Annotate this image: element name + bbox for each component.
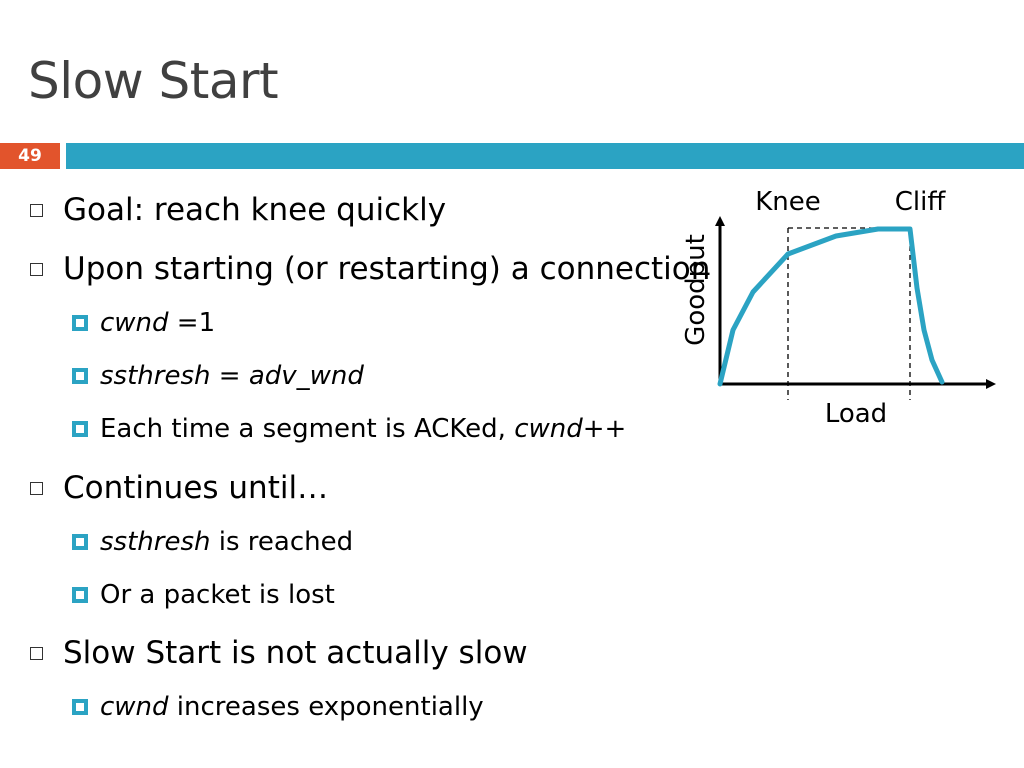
- text: is reached: [210, 527, 354, 557]
- sub-bullet-ack: Each time a segment is ACKed, cwnd++: [72, 414, 626, 444]
- bullet-goal: Goal: reach knee quickly: [30, 192, 446, 228]
- sub-bullet-marker: [72, 315, 88, 331]
- knee-cliff-diagram: Knee Cliff Load Goodput: [681, 187, 996, 429]
- sub-bullet-text: ssthresh is reached: [100, 527, 353, 557]
- sub-bullet-marker: [72, 421, 88, 437]
- x-axis-label: Load: [825, 399, 887, 429]
- bullet-marker-square: [30, 646, 43, 660]
- bullet-marker-square: [30, 262, 43, 276]
- title-rule-bar: [66, 143, 1024, 169]
- bullet-text: Upon starting (or restarting) a connecti…: [63, 251, 711, 287]
- term-ssthresh: ssthresh: [100, 361, 211, 391]
- text: Each time a segment is ACKed,: [100, 414, 515, 444]
- term-cwnd: cwnd: [100, 692, 169, 722]
- bullet-upon-starting: Upon starting (or restarting) a connecti…: [30, 251, 710, 287]
- bullet-marker-square: [30, 481, 43, 495]
- slide-number: 49: [18, 146, 42, 166]
- bullet-continues-until: Continues until…: [30, 470, 328, 506]
- sub-bullet-text: Or a packet is lost: [100, 580, 335, 610]
- sub-bullet-text: cwnd =1: [100, 308, 215, 338]
- sub-bullet-marker: [72, 534, 88, 550]
- sub-bullet-marker: [72, 368, 88, 384]
- sub-bullet-text: cwnd increases exponentially: [100, 692, 484, 722]
- slide-title: Slow Start: [28, 52, 279, 110]
- text: =1: [168, 308, 216, 338]
- term-cwnd: cwnd: [100, 308, 169, 338]
- slide-number-badge: 49: [0, 143, 60, 169]
- sub-bullet-packet-lost: Or a packet is lost: [72, 580, 335, 610]
- bullet-text: Continues until…: [63, 470, 329, 506]
- sub-bullet-text: ssthresh = adv_wnd: [100, 361, 364, 391]
- term-cwnd: cwnd: [514, 414, 583, 444]
- bullet-text: Slow Start is not actually slow: [63, 635, 528, 671]
- bullet-text: Goal: reach knee quickly: [63, 192, 447, 228]
- sub-bullet-ssthresh-init: ssthresh = adv_wnd: [72, 361, 364, 391]
- sub-bullet-cwnd-init: cwnd =1: [72, 308, 215, 338]
- sub-bullet-marker: [72, 699, 88, 715]
- text: =: [210, 361, 249, 391]
- term-ssthresh: ssthresh: [100, 527, 211, 557]
- sub-bullet-exponential: cwnd increases exponentially: [72, 692, 484, 722]
- sub-bullet-text: Each time a segment is ACKed, cwnd++: [100, 414, 626, 444]
- bullet-not-slow: Slow Start is not actually slow: [30, 635, 528, 671]
- term-adv-wnd: adv_wnd: [248, 361, 364, 391]
- y-axis-label: Goodput: [681, 234, 711, 346]
- cliff-label: Cliff: [895, 187, 947, 217]
- sub-bullet-marker: [72, 587, 88, 603]
- text: ++: [582, 414, 627, 444]
- sub-bullet-ssthresh-reached: ssthresh is reached: [72, 527, 353, 557]
- knee-label: Knee: [755, 187, 821, 217]
- goodput-curve: [717, 226, 945, 387]
- text: increases exponentially: [168, 692, 484, 722]
- bullet-marker-square: [30, 203, 43, 217]
